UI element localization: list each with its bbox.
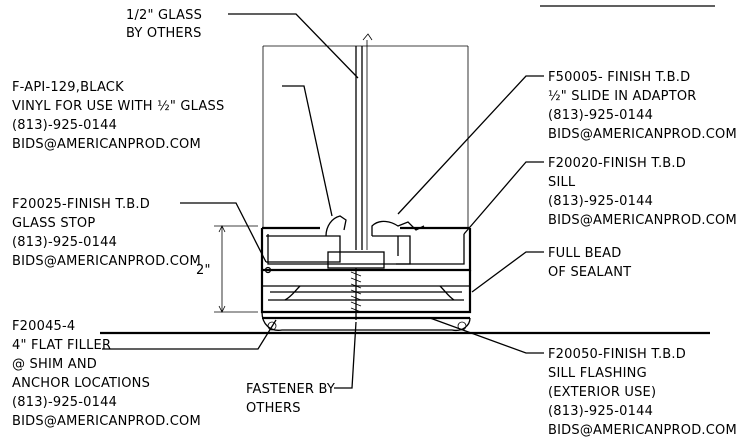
sill-assembly [100,33,710,335]
callout-fastener: FASTENER BY OTHERS [246,382,339,416]
callout-vinyl: F-API-129,BLACK VINYL FOR USE WITH ½" GL… [12,80,229,152]
leader-lines [102,13,544,389]
fastener [350,268,362,320]
callout-glass: 1/2" GLASS BY OTHERS [126,8,206,41]
dimension-label: 2" [196,263,211,278]
dimension-2in [214,225,258,313]
callout-adaptor: F50005- FINISH T.B.D ½" SLIDE IN ADAPTOR… [548,70,737,142]
setting-block [327,251,385,269]
glass-stop-profile [264,215,347,274]
sill-frame [260,226,472,314]
slide-in-adaptor-profile [371,220,425,265]
callout-glass-stop: F20025-FINISH T.B.D GLASS STOP (813)-925… [12,197,201,269]
callout-sill: F20020-FINISH T.B.D SILL (813)-925-0144 … [548,156,737,228]
callout-sealant: FULL BEAD OF SEALANT [548,246,631,280]
glass-pane [355,33,373,250]
callout-sill-flashing: F20050-FINISH T.B.D SILL FLASHING (EXTER… [548,347,737,438]
callout-flat-filler: F20045-4 4" FLAT FILLER @ SHIM AND ANCHO… [12,319,201,429]
